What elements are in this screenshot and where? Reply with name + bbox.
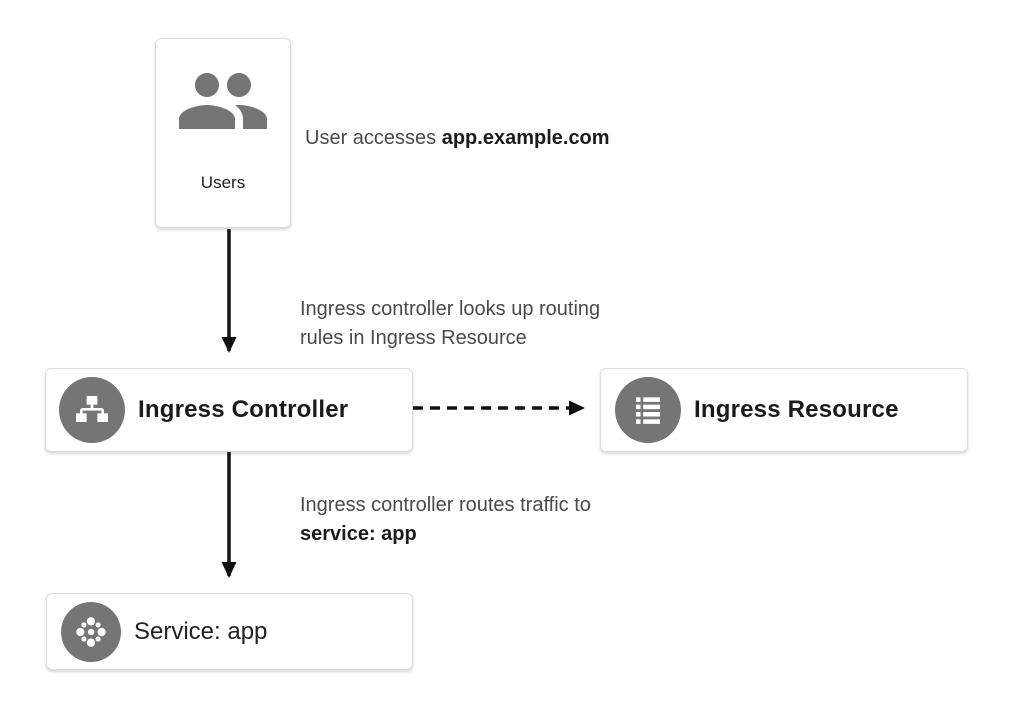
dots-icon (76, 616, 106, 647)
service-circle (61, 601, 121, 662)
node-ingress-controller: Ingress Controller (45, 368, 413, 452)
annotation-route-line1: Ingress controller routes traffic to (300, 494, 591, 516)
node-users: Users (155, 38, 291, 228)
node-ingress-resource: Ingress Resource (600, 368, 968, 452)
node-ingress-resource-label: Ingress Resource (694, 396, 899, 423)
sitemap-icon (76, 396, 108, 422)
annotation-lookup-line1: Ingress controller looks up routing (300, 298, 601, 320)
annotation-user-access: User accesses app.example.com (305, 124, 610, 153)
ingress-resource-circle (615, 377, 681, 443)
node-service: Service: app (46, 593, 413, 670)
annotation-lookup: Ingress controller looks up routing rules… (300, 295, 600, 353)
ingress-controller-circle (59, 377, 125, 443)
annotation-user-access-domain: app.example.com (441, 127, 610, 149)
annotation-route-service: service: app (300, 523, 417, 545)
node-ingress-controller-label: Ingress Controller (138, 396, 349, 423)
annotation-route: Ingress controller routes traffic to serv… (300, 491, 591, 549)
node-service-label: Service: app (134, 617, 268, 645)
list-icon (636, 397, 660, 424)
node-users-label: Users (200, 173, 246, 192)
annotation-lookup-line2: rules in Ingress Resource (300, 327, 527, 349)
annotation-user-access-text: User accesses (305, 127, 442, 149)
people-icon (179, 73, 267, 129)
